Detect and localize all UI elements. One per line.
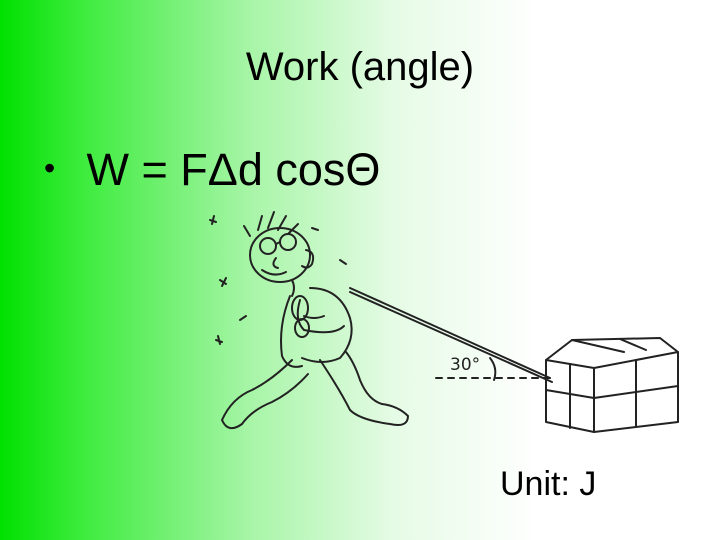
pulling-box-illustration: 30°: [200, 200, 690, 460]
illustration-drawing: 30°: [200, 200, 690, 460]
person-pulling-icon: [210, 212, 408, 428]
formula-bullet: • W = FΔd cosΘ: [44, 140, 380, 198]
angle-label: 30°: [450, 355, 480, 375]
unit-label: Unit: J: [500, 462, 596, 506]
slide-title: Work (angle): [0, 42, 720, 92]
work-formula: W = FΔd cosΘ: [87, 144, 381, 195]
box-icon: [546, 338, 678, 432]
bullet-dot: •: [44, 140, 74, 196]
